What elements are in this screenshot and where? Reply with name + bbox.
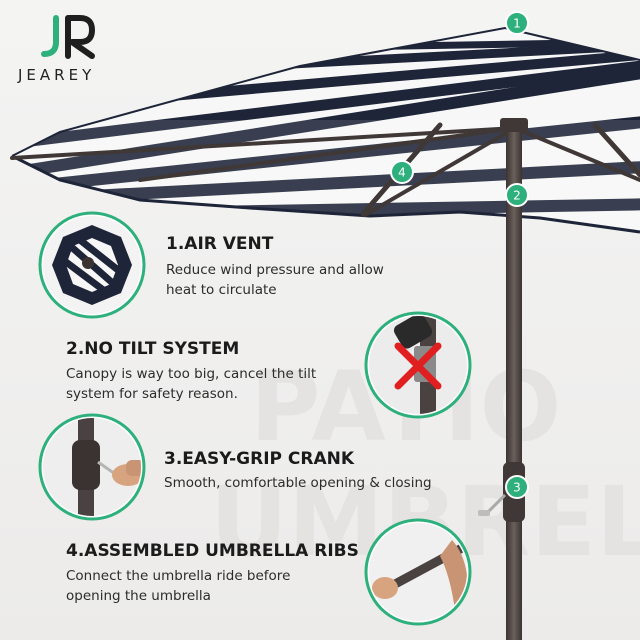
crank-closeup-icon xyxy=(38,413,146,521)
ribs-closeup-icon xyxy=(364,518,472,626)
brand-name: JEAREY xyxy=(18,66,96,84)
feature-4-description-line-1: Connect the umbrella ride before xyxy=(66,568,291,584)
feature-3-description: Smooth, comfortable opening & closing xyxy=(164,473,432,493)
feature-1-description: Reduce wind pressure and allow heat to c… xyxy=(166,260,384,300)
feature-3-title: 3.EASY-GRIP CRANK xyxy=(164,449,355,469)
feature-2-description-line-2: system for safety reason. xyxy=(66,386,238,402)
svg-text:4: 4 xyxy=(398,166,406,180)
callout-badges: 1 2 3 4 xyxy=(390,11,529,499)
feature-4-title: 4.ASSEMBLED UMBRELLA RIBS xyxy=(66,541,359,561)
feature-2-description: Canopy is way too big, cancel the tilt s… xyxy=(66,364,316,404)
feature-1-title: 1.AIR VENT xyxy=(166,234,274,254)
callout-badge-3: 3 xyxy=(505,475,529,499)
no-tilt-closeup-icon xyxy=(364,311,472,419)
feature-2-title: 2.NO TILT SYSTEM xyxy=(66,339,240,359)
feature-1-description-line-1: Reduce wind pressure and allow xyxy=(166,262,384,278)
jr-monogram-icon xyxy=(41,15,95,59)
air-vent-closeup-icon xyxy=(38,211,146,319)
feature-1-description-line-2: heat to circulate xyxy=(166,282,277,298)
svg-text:2: 2 xyxy=(513,189,521,203)
feature-2-description-line-1: Canopy is way too big, cancel the tilt xyxy=(66,366,317,382)
callout-badge-1: 1 xyxy=(505,11,529,35)
svg-text:1: 1 xyxy=(513,17,521,31)
callout-badge-2: 2 xyxy=(505,183,529,207)
callout-badge-4: 4 xyxy=(390,160,414,184)
feature-4-description: Connect the umbrella ride before opening… xyxy=(66,566,290,606)
feature-3-description-line-1: Smooth, comfortable opening & closing xyxy=(164,475,432,491)
feature-4-description-line-2: opening the umbrella xyxy=(66,588,211,604)
svg-text:3: 3 xyxy=(513,481,521,495)
